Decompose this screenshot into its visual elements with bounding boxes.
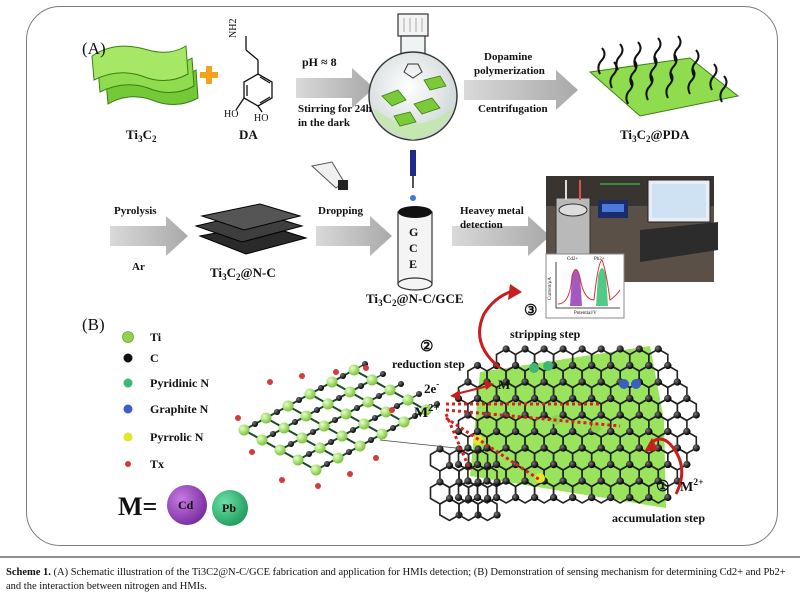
- ti3c2-pda-sheet: [588, 35, 740, 117]
- legend-markers: [122, 331, 134, 467]
- legend-ti: Ti: [150, 330, 162, 344]
- ti3c2-pda-label: Ti3C2@PDA: [620, 127, 690, 144]
- arrow-4: [316, 216, 392, 256]
- centrifugation-label: Centrifugation: [478, 103, 548, 115]
- caption-body: (A) Schematic illustration of the Ti3C2@…: [6, 567, 786, 592]
- arrow-1: [296, 68, 374, 108]
- pipette-icon: [310, 161, 348, 190]
- arrow-2: [464, 70, 578, 110]
- pb-ball: [212, 490, 248, 526]
- legend-tx: Tx: [150, 457, 165, 471]
- gce-letter-g: G: [409, 225, 419, 239]
- ph-label: pH ≈ 8: [302, 55, 337, 69]
- interaction-lines: [444, 402, 621, 482]
- ti3c2-nc-gce-label: Ti3C2@N-C/GCE: [366, 291, 464, 308]
- electron-label: 2e-: [424, 379, 440, 396]
- pyrolysis-label: Pyrolysis: [114, 205, 157, 217]
- step2-label: reduction step: [392, 357, 465, 371]
- cd-label: Cd: [178, 498, 194, 512]
- m2-label: M2+: [414, 403, 440, 421]
- gce-letter-e: E: [409, 257, 418, 271]
- heavy-metal-label-2: detection: [460, 219, 503, 231]
- stirring-label-2: in the dark: [298, 117, 350, 129]
- dropping-label: Dropping: [318, 205, 364, 217]
- da-label: DA: [239, 127, 258, 142]
- ti3c2-lattice: [238, 361, 440, 476]
- heavy-metal-label-1: Heavey metal: [460, 205, 524, 217]
- step3-label: stripping step: [510, 327, 581, 341]
- voltam-xlabel: Potential/V: [574, 311, 597, 316]
- ar-label: Ar: [132, 261, 145, 273]
- ti3c2-nc-sheets: [194, 203, 308, 255]
- tx-dots: [235, 365, 395, 489]
- step1-number: ①: [656, 479, 670, 495]
- dopamine-structure: [235, 36, 273, 113]
- m-atom-label: M: [498, 377, 511, 392]
- nitrogen-atoms: [473, 361, 641, 483]
- dropper-icon: [410, 150, 416, 201]
- connector-line: [379, 439, 457, 449]
- voltam-cd-label: Cd2+: [567, 257, 579, 262]
- arrow-3: [110, 216, 188, 256]
- legend-c: C: [150, 351, 159, 365]
- figure-caption: Scheme 1. (A) Schematic illustration of …: [6, 566, 796, 594]
- caption-lead: Scheme 1.: [6, 567, 51, 578]
- pb-label: Pb: [222, 501, 237, 515]
- m2-accum-label: M2+: [680, 477, 704, 495]
- scheme-frame: [26, 6, 778, 546]
- panel-b-label: (B): [82, 315, 105, 334]
- arrow-5: [452, 216, 550, 256]
- ti3c2-label: Ti3C2: [126, 127, 157, 144]
- legend-pyrrolic-n: Pyrrolic N: [150, 430, 204, 444]
- nh2-label: NH2: [228, 18, 239, 38]
- m-equals-label: M=: [118, 492, 158, 521]
- legend-pyridinic-n: Pyridinic N: [150, 376, 209, 390]
- ti3c2-nc-label: Ti3C2@N-C: [210, 265, 276, 282]
- ho-label-1: HO: [224, 109, 239, 120]
- stirring-label-1: Stirring for 24h: [298, 103, 372, 115]
- step2-number: ②: [420, 339, 434, 355]
- reaction-flask: [368, 13, 458, 141]
- carbon-network: [429, 345, 700, 522]
- legend-graphite-n: Graphite N: [150, 402, 209, 416]
- ho-label-2: HO: [254, 113, 269, 124]
- gce-letter-c: C: [409, 241, 418, 255]
- gce-electrode: [397, 206, 433, 291]
- dopamine-label-2: polymerization: [474, 65, 545, 77]
- plus-icon: [200, 66, 218, 84]
- voltammogram: [545, 253, 625, 319]
- dopamine-label-1: Dopamine: [484, 51, 533, 63]
- panel-a-label: (A): [82, 39, 106, 58]
- voltam-ylabel: Current/μA: [548, 277, 553, 300]
- voltam-pb-label: Pb2+: [594, 257, 605, 262]
- ti3c2-sheets: [91, 45, 199, 105]
- cd-ball: [167, 485, 207, 525]
- workstation-photo: [546, 176, 718, 282]
- reaction-arrows: [450, 284, 684, 495]
- step3-number: ③: [524, 303, 538, 319]
- step1-label: accumulation step: [612, 511, 705, 525]
